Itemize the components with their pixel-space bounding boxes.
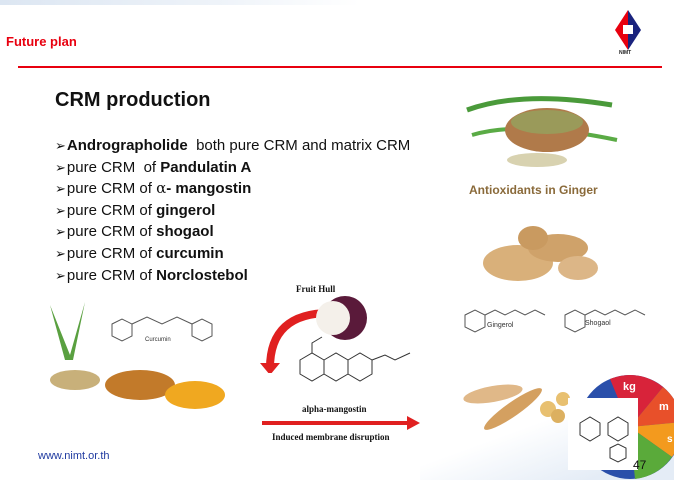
turmeric-plant-image xyxy=(50,302,100,390)
fingerroot-image xyxy=(463,384,570,430)
crm-bullet-list: ➢Andrographolide both pure CRM and matri… xyxy=(55,135,410,286)
list-item: ➢pure CRM of Pandulatin A xyxy=(55,158,252,176)
list-item: ➢pure CRM of curcumin xyxy=(55,244,224,262)
shogaol-label: Shogaol xyxy=(585,320,611,327)
gingerol-label: Gingerol xyxy=(487,322,514,329)
norclostebol-structure xyxy=(568,398,638,470)
si-label-m: m xyxy=(659,401,669,413)
membrane-arrow xyxy=(262,416,420,430)
fruit-hull-label: Fruit Hull xyxy=(296,284,336,294)
turmeric-root-image xyxy=(105,370,225,409)
mangostin-label: alpha-mangostin xyxy=(302,404,367,414)
list-item: ➢Andrographolide both pure CRM and matri… xyxy=(55,137,411,154)
slide-heading: CRM production xyxy=(55,89,211,111)
curcumin-label: Curcumin xyxy=(145,337,171,343)
top-decor-bar xyxy=(0,0,360,5)
nimt-logo xyxy=(615,10,641,50)
list-item: ➢pure CRM of gingerol xyxy=(55,201,216,219)
section-title: Future plan xyxy=(6,34,77,49)
list-item: ➢pure CRM of Norclostebol xyxy=(55,266,248,284)
curcumin-structure xyxy=(111,316,213,342)
alpha-mangostin-structure xyxy=(299,336,411,382)
logo-text: NIMT xyxy=(619,50,632,56)
list-item: ➢pure CRM of α- mangostin xyxy=(55,179,252,198)
ginger-root-image xyxy=(483,226,598,281)
si-label-kg: kg xyxy=(623,381,636,393)
ginger-caption: Antioxidants in Ginger xyxy=(469,183,598,197)
gingerol-shogaol-structures xyxy=(464,309,646,333)
si-label-s: s xyxy=(667,434,673,445)
website-link[interactable]: www.nimt.or.th xyxy=(38,450,110,462)
header-divider xyxy=(18,66,662,68)
ginger-powder-image xyxy=(466,96,618,167)
page-number: 47 xyxy=(633,458,647,472)
list-item: ➢pure CRM of shogaol xyxy=(55,223,214,241)
mangosteen-image xyxy=(260,296,367,373)
membrane-label: Induced membrane disruption xyxy=(272,432,390,442)
